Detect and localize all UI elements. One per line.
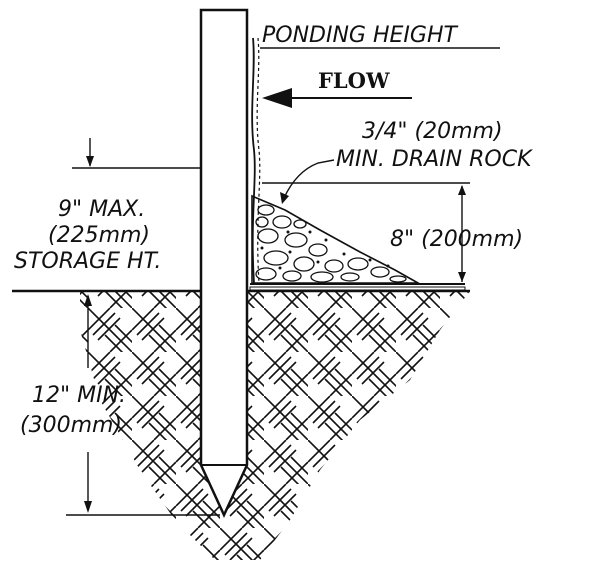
- embed-min-label: 12" MIN.: [32, 383, 126, 408]
- storage-metric-label: (225mm): [48, 223, 150, 248]
- fabric-ground: [249, 283, 466, 291]
- rock-leader: [280, 159, 335, 204]
- wood-stake: [199, 8, 249, 518]
- storage-max-label: 9" MAX.: [58, 197, 145, 222]
- rock-type-label: MIN. DRAIN ROCK: [336, 147, 533, 172]
- storage-ht-label: STORAGE HT.: [14, 249, 161, 274]
- flow-arrow: [262, 88, 412, 108]
- soil-hatch: [80, 291, 470, 560]
- filter-fabric: [251, 37, 261, 284]
- embed-dimension: [66, 296, 220, 516]
- embed-metric-label: (300mm): [20, 413, 122, 438]
- ponding-height-label: PONDING HEIGHT: [262, 23, 458, 48]
- rock-height-label: 8" (200mm): [390, 227, 523, 252]
- flow-label: FLOW: [318, 68, 390, 93]
- drain-rock-pile: [251, 194, 422, 284]
- rock-height-dimension: [262, 182, 470, 282]
- rock-size-label: 3/4" (20mm): [362, 119, 503, 144]
